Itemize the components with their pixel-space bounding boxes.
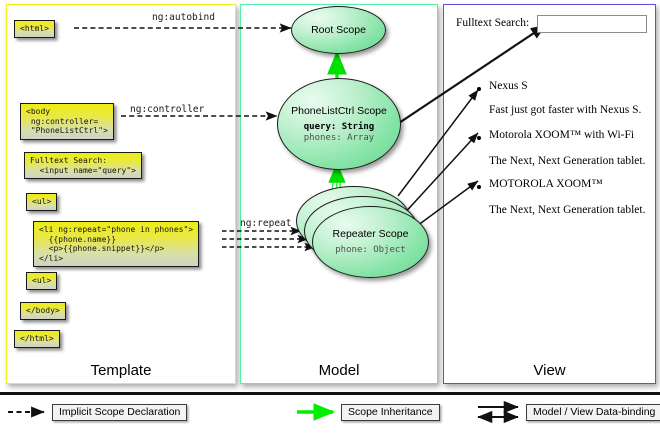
- scope-prop-phone: phone: Object: [335, 245, 406, 255]
- edge-label-ng-repeat: ng:repeat: [240, 218, 292, 229]
- legend-label-model-view-data-binding: Model / View Data-binding: [526, 404, 660, 421]
- code-box-html-close[interactable]: </html>: [14, 330, 60, 348]
- scope-prop-query: query: String: [303, 121, 375, 132]
- legend: Implicit Scope Declaration Scope Inherit…: [0, 392, 660, 435]
- legend-glyphs: [8, 400, 519, 424]
- view-item-name-1: Nexus S: [489, 80, 528, 92]
- column-view: View: [443, 4, 656, 384]
- view-bullet-3: [477, 185, 481, 189]
- code-box-ul-close[interactable]: <ul>: [26, 272, 58, 290]
- legend-divider: [0, 392, 660, 395]
- scope-prop-phones: phones: Array: [303, 132, 375, 143]
- scope-repeater[interactable]: Repeater Scope phone: Object: [312, 206, 429, 278]
- scope-phonelistctrl[interactable]: PhoneListCtrl Scope query: String phones…: [277, 78, 401, 170]
- scope-repeater-props: phone: Object: [335, 245, 405, 256]
- view-item-snippet-1: Fast just got faster with Nexus S.: [489, 104, 642, 116]
- code-box-li-repeat[interactable]: <li ng:repeat="phone in phones"> {{phone…: [33, 221, 200, 268]
- view-bullet-1: [477, 87, 481, 91]
- view-item-name-3: MOTOROLA XOOM™: [489, 178, 603, 190]
- column-label-template: Template: [90, 362, 152, 379]
- edge-label-ng-controller: ng:controller: [130, 104, 205, 115]
- scope-repeater-title: Repeater Scope: [332, 228, 409, 240]
- column-label-model: Model: [318, 362, 360, 379]
- scope-phonelistctrl-props: query: String phones: Array: [304, 122, 374, 144]
- scope-root[interactable]: Root Scope: [291, 6, 386, 54]
- view-item-snippet-2: The Next, Next Generation tablet.: [489, 155, 646, 167]
- code-box-body-close[interactable]: </body>: [20, 302, 66, 320]
- edge-label-ng-autobind: ng:autobind: [152, 12, 215, 23]
- code-box-html-open[interactable]: <html>: [14, 20, 55, 38]
- scope-phonelistctrl-title: PhoneListCtrl Scope: [291, 104, 387, 117]
- legend-label-scope-inheritance: Scope Inheritance: [341, 404, 440, 421]
- scope-root-title: Root Scope: [311, 24, 366, 36]
- legend-label-implicit-scope-declaration: Implicit Scope Declaration: [52, 404, 188, 421]
- view-search-label: Fulltext Search:: [456, 17, 530, 29]
- code-box-fulltext-search[interactable]: Fulltext Search: <input name="query">: [24, 152, 142, 180]
- column-label-view: View: [533, 362, 566, 379]
- code-box-body-open[interactable]: <body ng:controller= "PhoneListCtrl">: [20, 103, 114, 140]
- view-bullet-2: [477, 136, 481, 140]
- view-search-input[interactable]: [537, 15, 647, 33]
- view-item-name-2: Motorola XOOM™ with Wi-Fi: [489, 129, 635, 141]
- view-item-snippet-3: The Next, Next Generation tablet.: [489, 204, 646, 216]
- code-box-ul-open[interactable]: <ul>: [26, 193, 58, 211]
